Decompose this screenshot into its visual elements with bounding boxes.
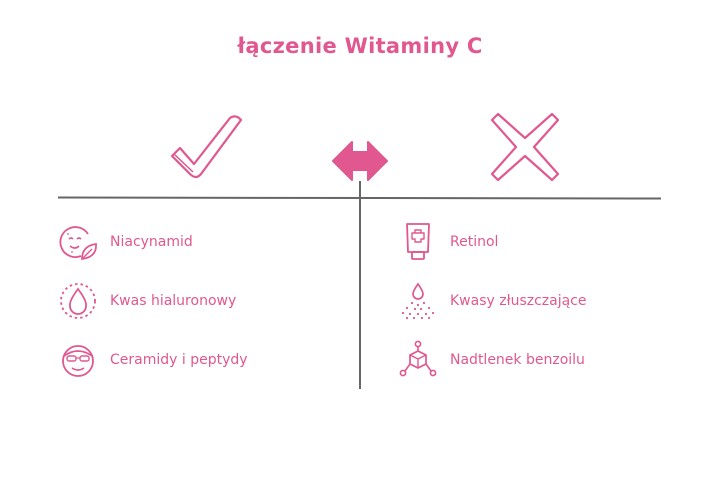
- vertical-divider: [359, 181, 361, 389]
- list-item-kwas-hialuronowy: Kwas hialuronowy: [58, 281, 236, 321]
- list-item-kwasy-zluszczajace: Kwasy złuszczające: [398, 281, 587, 321]
- item-label: Kwasy złuszczające: [450, 293, 587, 309]
- list-item-retinol: Retinol: [398, 222, 498, 262]
- face-mask-icon: [62, 345, 94, 377]
- face-leaf-icon: [59, 226, 97, 260]
- molecule-icon: [399, 340, 437, 377]
- list-item-nadtlenek: Nadtlenek benzoilu: [398, 340, 585, 380]
- page-title: łączenie Witaminy C: [237, 34, 483, 58]
- item-label: Kwas hialuronowy: [110, 293, 237, 309]
- item-label: Retinol: [450, 234, 499, 250]
- check-icon: [170, 115, 243, 179]
- item-label: Niacynamid: [110, 234, 193, 250]
- list-item-niacynamid: Niacynamid: [58, 222, 193, 262]
- cream-tube-icon: [406, 223, 430, 260]
- peel-drops-icon: [401, 282, 435, 320]
- item-label: Nadtlenek benzoilu: [450, 352, 585, 368]
- list-item-ceramidy: Ceramidy i peptydy: [58, 340, 248, 380]
- item-label: Ceramidy i peptydy: [110, 352, 248, 368]
- cross-icon: [490, 112, 560, 182]
- double-arrow-icon: [332, 141, 388, 181]
- drop-icon: [60, 283, 96, 319]
